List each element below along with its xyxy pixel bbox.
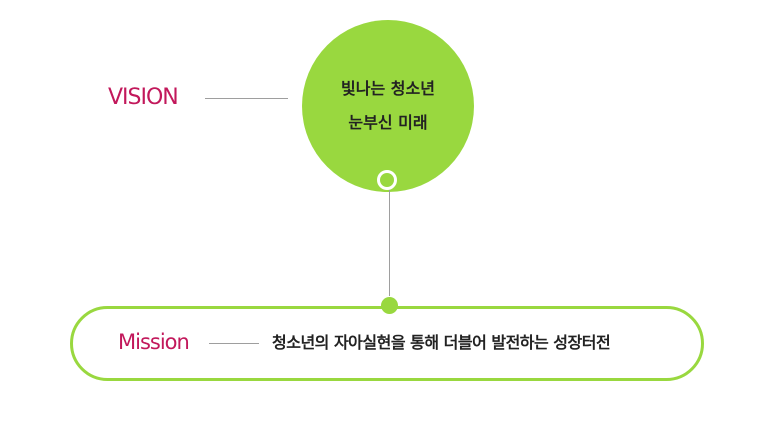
- vision-label: VISION: [108, 85, 179, 110]
- vision-connector-line: [205, 98, 288, 99]
- vision-text-line-1: 빛나는 청소년: [341, 79, 435, 98]
- mission-connector-line: [209, 343, 259, 344]
- connector-dot-top: [377, 170, 397, 190]
- mission-text: 청소년의 자아실현을 통해 더블어 발전하는 성장터전: [272, 333, 611, 352]
- vision-circle: 빛나는 청소년 눈부신 미래: [302, 20, 474, 192]
- connector-dot-bottom: [381, 297, 398, 314]
- vertical-connector-line: [389, 190, 390, 296]
- mission-label: Mission: [118, 330, 190, 354]
- vision-text-line-2: 눈부신 미래: [348, 113, 428, 132]
